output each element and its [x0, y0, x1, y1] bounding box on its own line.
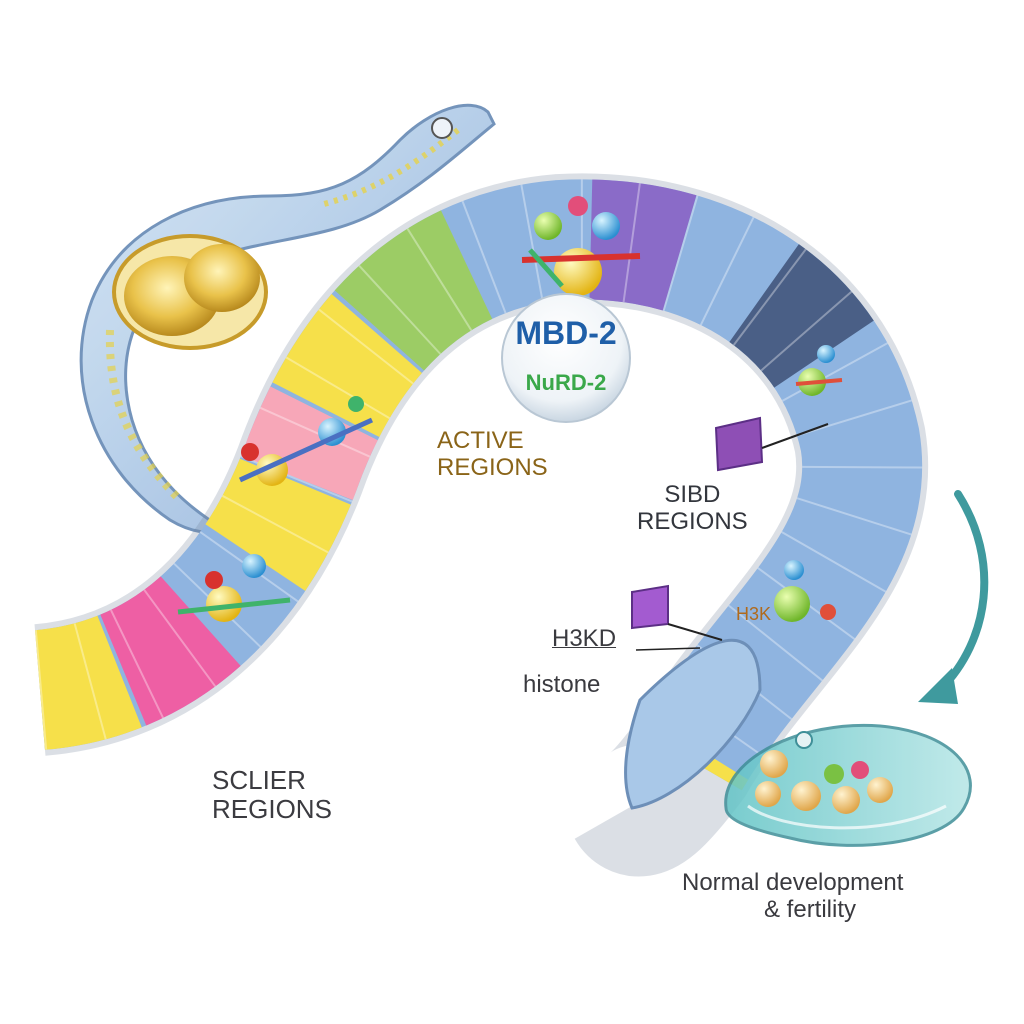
h3kd-pointer	[635, 647, 701, 651]
active-regions-line-1: ACTIVE	[437, 427, 524, 454]
histone-mark-icon	[631, 584, 723, 641]
arrow-icon	[918, 490, 989, 704]
nucleosome-icon	[177, 554, 291, 622]
outcome-line-2: & fertility	[764, 895, 857, 923]
egg-icon	[755, 750, 893, 814]
complex-bubble: MBD-2 NuRD-2	[501, 293, 631, 423]
silent-regions-label: SCLIER REGIONS	[212, 765, 332, 825]
histone-mark-text: H3K	[736, 604, 771, 624]
nucleosome-icon	[238, 396, 374, 486]
sibd-regions-line-1: SIBD	[664, 481, 721, 508]
nucleosome-icon: H3K	[736, 560, 836, 624]
complex-partner: NuRD-2	[526, 370, 607, 395]
silent-regions-line-2: REGIONS	[212, 794, 332, 825]
h3kd-label: H3KD	[552, 625, 617, 652]
histone-mark-icon	[714, 416, 829, 472]
adult-worm-icon	[724, 723, 972, 847]
active-regions-line-2: REGIONS	[437, 453, 548, 481]
sibd-regions-line-2: REGIONS	[637, 507, 748, 535]
active-regions-label: ACTIVE REGIONS	[437, 427, 548, 482]
silent-regions-line-1: SCLIER	[212, 765, 306, 795]
nucleosome-icon	[521, 196, 641, 296]
embryo-icon	[112, 234, 268, 350]
worm-icon	[79, 103, 496, 534]
histone-label: histone	[523, 671, 601, 698]
outcome-line-1: Normal development	[682, 869, 904, 896]
complex-name: MBD-2	[515, 315, 616, 351]
sibd-regions-label: SIBD REGIONS	[637, 481, 748, 536]
outcome-label: Normal development & fertility	[682, 869, 904, 924]
nucleosome-icon	[795, 345, 843, 396]
